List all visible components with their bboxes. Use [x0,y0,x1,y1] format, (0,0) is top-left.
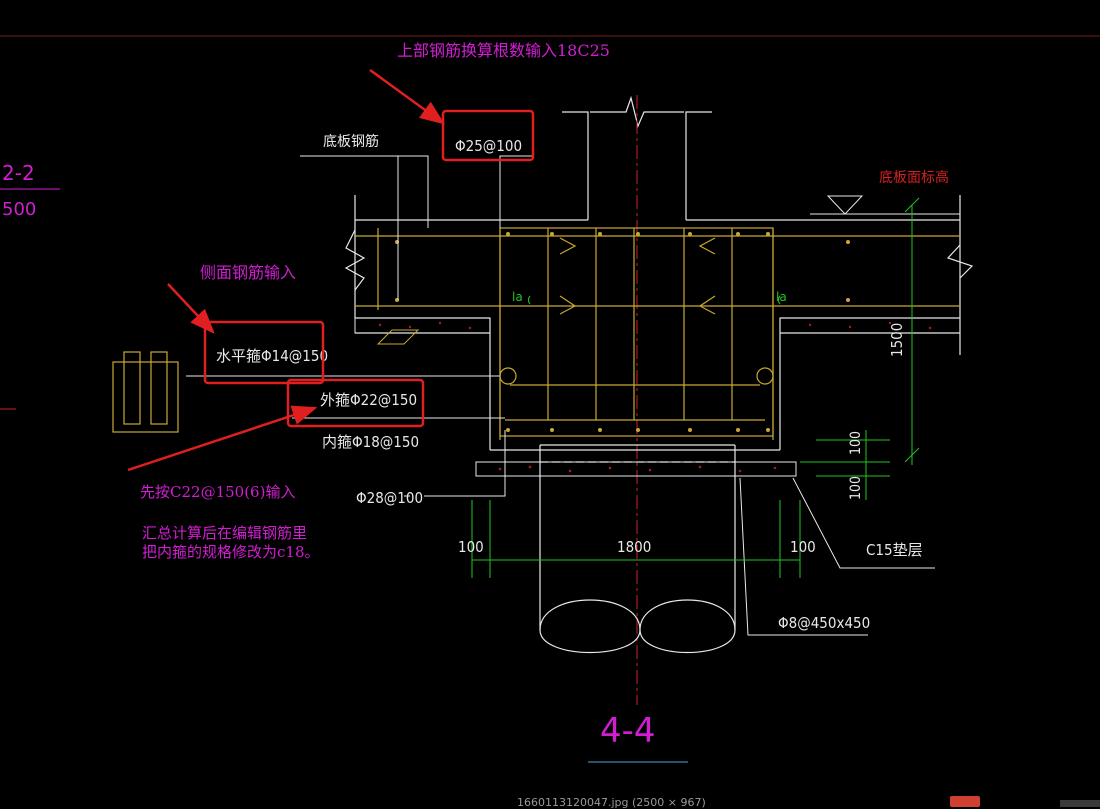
highlight-top-bar [441,109,535,162]
dim-100-a: 100 [848,431,864,455]
leaders [186,155,960,636]
note-top-rebar: 上部钢筋换算根数输入18C25 [397,41,610,60]
dim-1800: 1800 [617,538,651,556]
left-section-value: 500 [2,199,36,220]
rebar-dots [395,232,850,432]
mesh-label: Φ8@450x450 [778,614,870,632]
stirrup-sketch [112,351,179,433]
slab-rebar [355,227,960,440]
note-first-input: 先按C22@150(6)输入 [140,483,295,501]
la-left: la [512,290,523,304]
cushion-hatch [354,317,961,477]
highlight-outer-stirrup [286,378,425,428]
left-section-label: 2-2 [2,161,35,185]
highlight-horizontal-stirrup [203,320,325,385]
dim-1500: 1500 [888,323,906,357]
la-right: la [776,290,787,304]
column [562,95,712,220]
horizontal-stirrup-label: 水平箍Φ14@150 [216,347,328,365]
footer-panel [1060,800,1100,807]
note-summary-line2: 把内箍的规格修改为c18。 [142,543,320,561]
dimension-lines [471,197,920,578]
outer-stirrup-label: 外箍Φ22@150 [320,391,417,409]
dim-100-right: 100 [790,538,816,556]
section-title: 4-4 [600,711,656,751]
annotation-arrows [127,68,446,472]
arrow-to-outer-stirrup [127,405,318,472]
left-partial-section: 2-2 500 [0,161,60,410]
cushion-label: C15垫层 [866,541,923,559]
top-bar-label: Φ25@100 [455,137,522,155]
dim-100-b: 100 [848,476,864,500]
image-caption: 1660113120047.jpg (2500 × 967) [517,796,706,809]
pile-bar-label: Φ28@100 [356,489,423,507]
bottom-rebar-label: 底板钢筋 [323,133,379,150]
highlight-boxes [203,109,535,428]
arrow-to-top-bar [369,68,446,125]
slab-elevation-label: 底板面标高 [879,169,949,186]
inner-stirrup-label: 内箍Φ18@150 [322,433,419,451]
pile [539,444,736,653]
footer-app-icon [950,796,980,807]
note-summary-line1: 汇总计算后在编辑钢筋里 [142,524,307,542]
note-side-rebar: 侧面钢筋输入 [200,263,296,282]
arrow-to-horizontal-stirrup [167,283,215,334]
dim-100-left: 100 [458,538,484,556]
